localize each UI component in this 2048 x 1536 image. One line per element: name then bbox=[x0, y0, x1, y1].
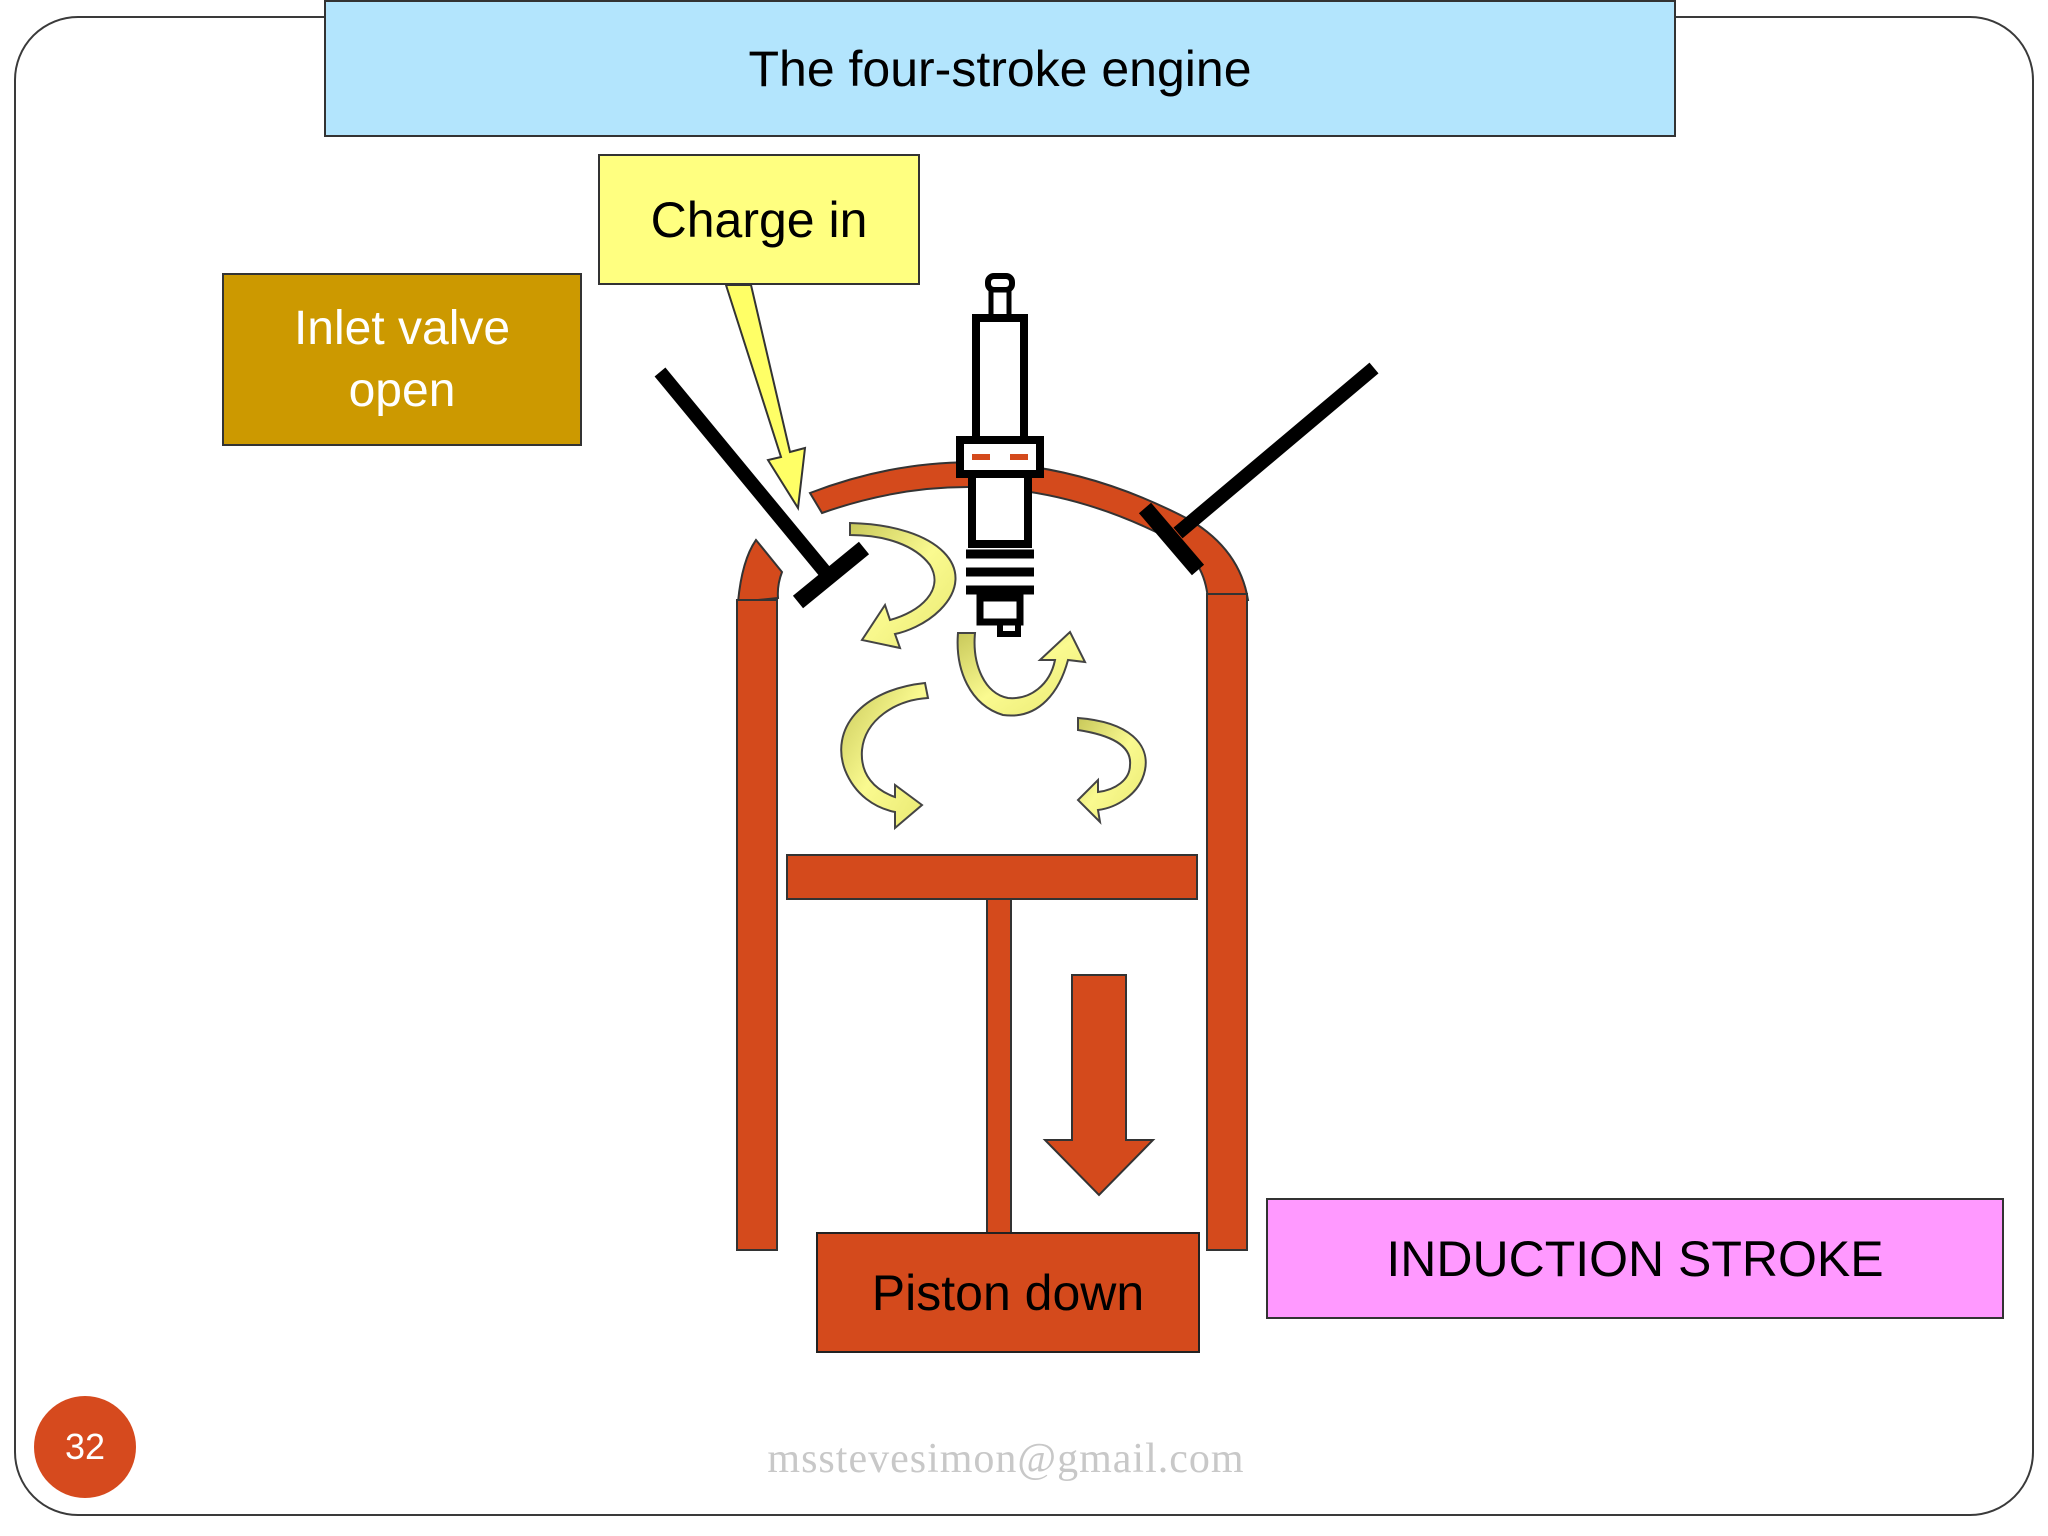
inlet-valve-label: Inlet valve open bbox=[222, 273, 582, 446]
inlet-valve-line1: Inlet valve bbox=[293, 301, 511, 355]
charge-in-label: Charge in bbox=[598, 154, 920, 285]
connecting-rod bbox=[986, 898, 1012, 1235]
exhaust-valve-stem bbox=[1173, 362, 1379, 539]
cylinder-left-corner bbox=[736, 538, 784, 604]
exhaust-valve-head bbox=[1138, 502, 1205, 576]
charge-in-text: Charge in bbox=[650, 191, 868, 248]
slide-title: The four-stroke engine bbox=[324, 0, 1676, 137]
charge-in-arrow bbox=[724, 284, 807, 511]
inlet-valve-head bbox=[792, 541, 870, 609]
slide-title-text: The four-stroke engine bbox=[748, 40, 1252, 97]
induction-stroke-label: INDUCTION STROKE bbox=[1266, 1198, 2004, 1319]
footer-email: msstevesimon@gmail.com bbox=[0, 1435, 2048, 1483]
swirl-arrow-icon bbox=[849, 521, 957, 650]
swirl-arrow-icon bbox=[956, 630, 1087, 717]
induction-stroke-text: INDUCTION STROKE bbox=[1386, 1230, 1884, 1287]
swirl-arrow-icon bbox=[1076, 716, 1147, 825]
swirl-arrow-icon bbox=[840, 681, 930, 831]
piston-down-label: Piston down bbox=[816, 1232, 1200, 1353]
piston-down-text: Piston down bbox=[871, 1264, 1145, 1321]
inlet-valve-stem bbox=[654, 367, 836, 583]
page-number-badge: 32 bbox=[34, 1396, 136, 1498]
inlet-valve-line2: open bbox=[348, 363, 456, 417]
piston-head bbox=[786, 854, 1198, 900]
down-arrow-icon bbox=[1042, 974, 1156, 1197]
cylinder-left-wall bbox=[736, 599, 778, 1251]
page-number-text: 32 bbox=[64, 1426, 106, 1467]
cylinder-right-wall bbox=[1206, 593, 1248, 1251]
spark-plug-icon bbox=[956, 273, 1044, 637]
footer-email-text: msstevesimon@gmail.com bbox=[767, 1436, 1245, 1482]
